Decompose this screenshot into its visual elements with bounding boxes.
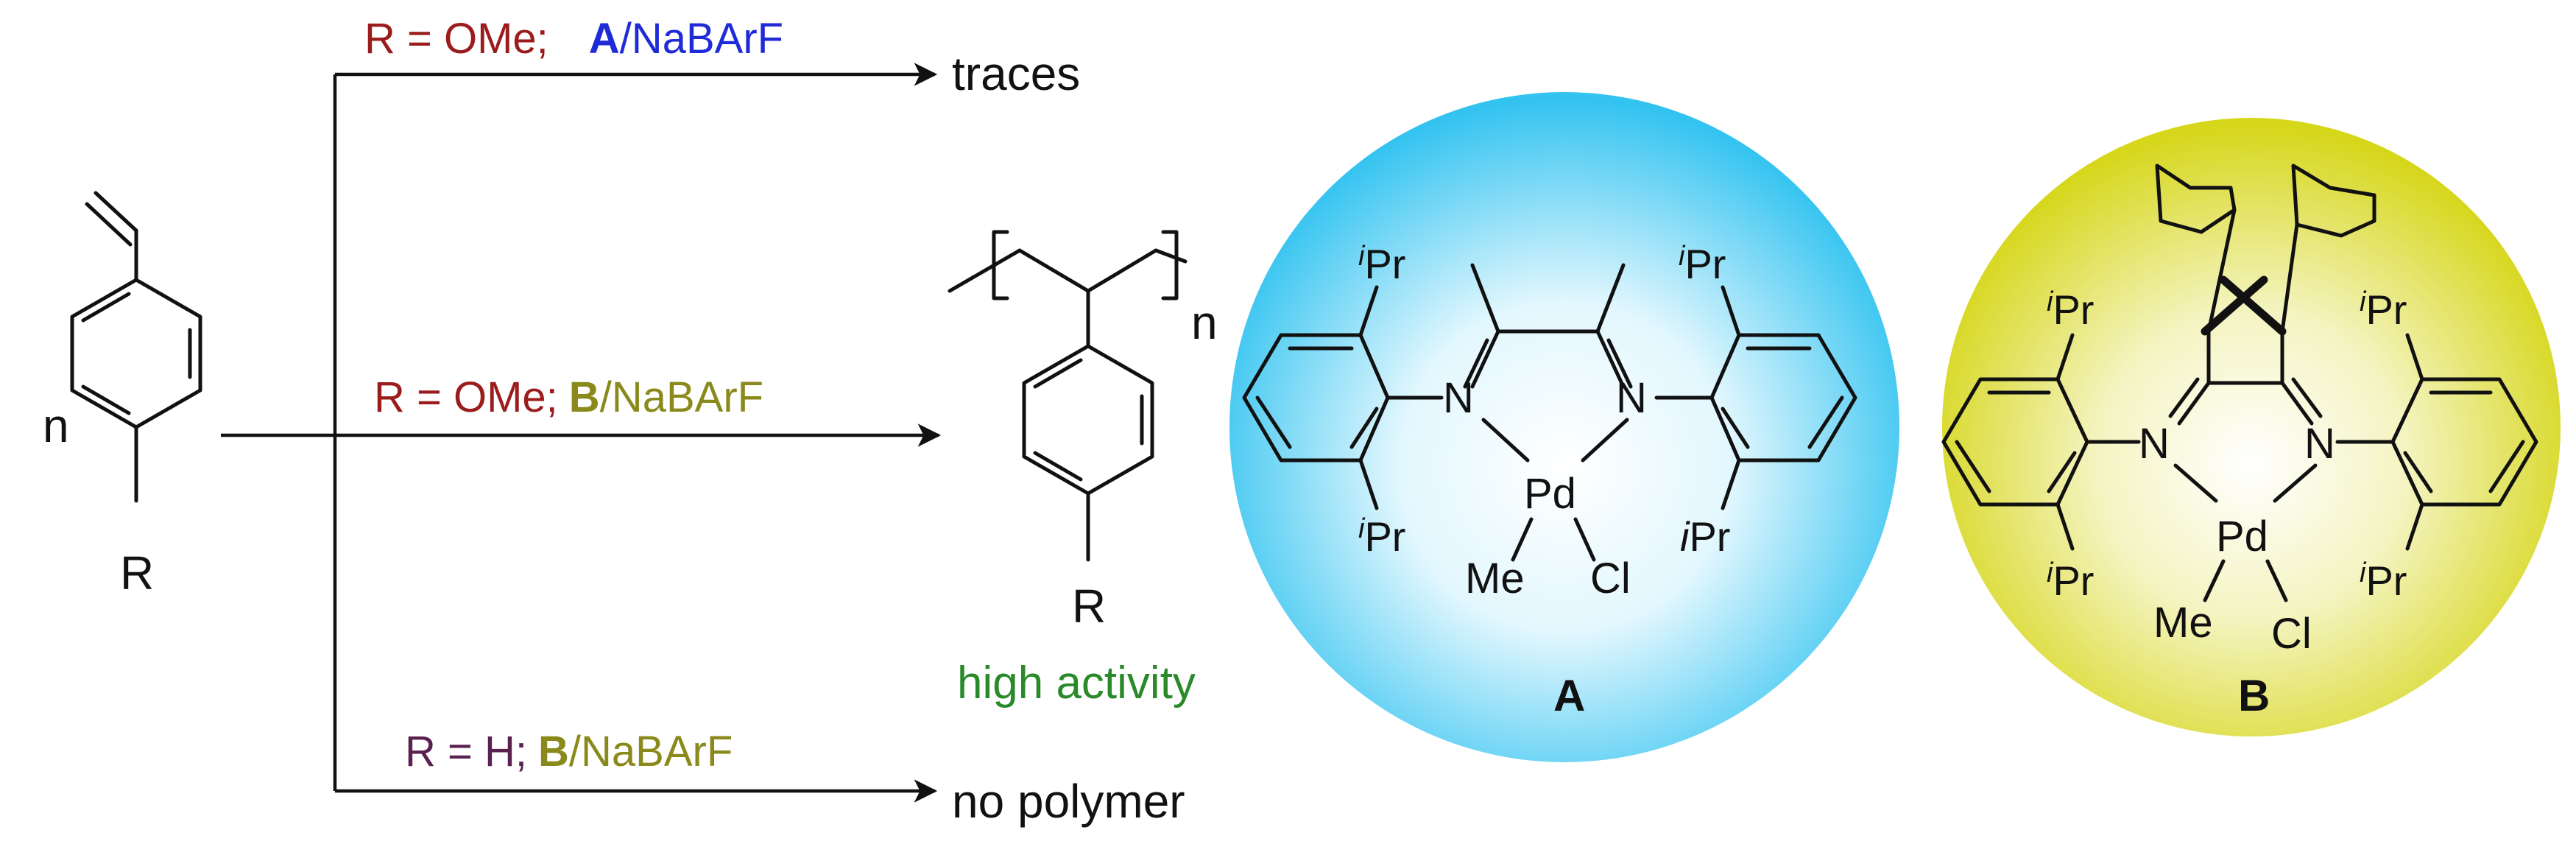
catalyst-A-right-n: N bbox=[1616, 374, 1647, 422]
catalyst-A-ipr-top-left: iPr bbox=[1358, 241, 1405, 287]
catalyst-A-left-n: N bbox=[1443, 374, 1474, 422]
catalyst-A-methyl: Me bbox=[1465, 555, 1525, 602]
middle-condition: R = OMe;B/NaBArF bbox=[374, 373, 763, 421]
bottom-product-no-polymer: no polymer bbox=[952, 775, 1185, 828]
catalyst-B-methyl: Me bbox=[2153, 599, 2213, 647]
catalyst-B-label: B bbox=[2238, 671, 2270, 720]
catalyst-A-chloride: Cl bbox=[1590, 555, 1631, 602]
catalyst-A: N N iPr iPr iPr iPr Pd Me Cl A bbox=[1229, 92, 1899, 762]
catalyst-B-right-n: N bbox=[2304, 420, 2335, 468]
reactant-r-label: R bbox=[120, 546, 154, 599]
catalyst-A-ipr-bottom-left: iPr bbox=[1358, 513, 1405, 560]
catalyst-B-chloride: Cl bbox=[2271, 610, 2312, 658]
catalyst-A-label: A bbox=[1553, 671, 1585, 720]
catalyst-A-metal: Pd bbox=[1524, 470, 1576, 518]
polymer-r-label: R bbox=[1072, 580, 1106, 633]
top-product-traces: traces bbox=[952, 47, 1080, 100]
polymer-n-label: n bbox=[1191, 296, 1218, 349]
catalyst-B-ipr-bottom-left: iPr bbox=[2047, 558, 2094, 604]
catalyst-A-ipr-top-right: iPr bbox=[1679, 241, 1726, 287]
reactant-n-label: n bbox=[43, 399, 69, 452]
catalyst-B-background bbox=[1942, 118, 2561, 736]
reactant-structure: n R bbox=[43, 191, 202, 599]
top-condition: R = OMe;A/NaBArF bbox=[364, 15, 783, 63]
catalyst-B-ipr-top-left: iPr bbox=[2047, 286, 2094, 333]
catalyst-A-ipr-bottom-right: iPr bbox=[1680, 513, 1730, 560]
high-activity-label: high activity bbox=[957, 658, 1196, 708]
catalyst-B-ipr-bottom-right: iPr bbox=[2360, 558, 2407, 604]
bottom-condition: R = H;B/NaBArF bbox=[405, 728, 733, 776]
catalyst-B-left-n: N bbox=[2139, 420, 2170, 468]
catalyst-B-metal: Pd bbox=[2216, 513, 2268, 560]
catalyst-A-background bbox=[1229, 92, 1899, 762]
catalyst-B: N N iPr iPr iPr iPr Pd Me Cl B bbox=[1941, 118, 2561, 736]
reaction-arrows bbox=[221, 63, 942, 803]
polymer-structure: n R bbox=[948, 230, 1218, 633]
catalyst-B-ipr-top-right: iPr bbox=[2360, 286, 2407, 333]
